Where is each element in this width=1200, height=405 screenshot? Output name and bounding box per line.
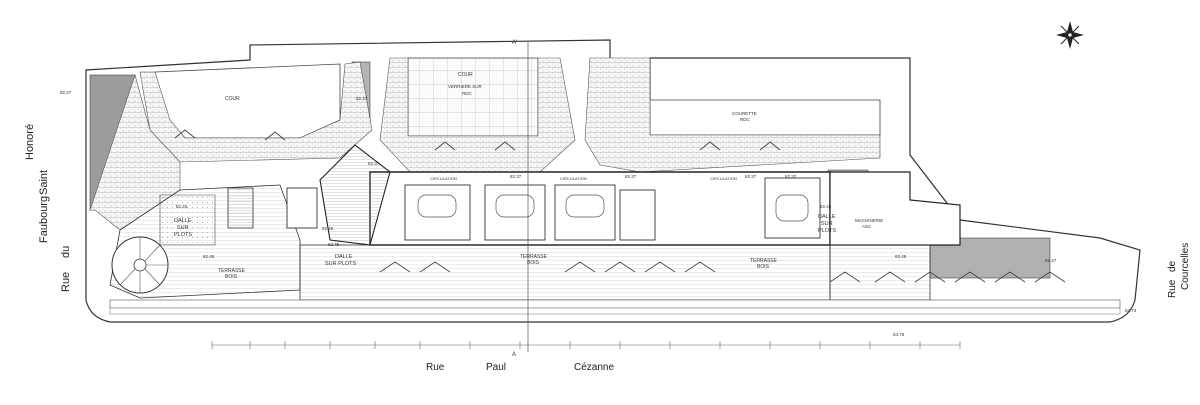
facade-band-1 — [109, 299, 1121, 309]
compass-rose-icon — [1056, 21, 1084, 49]
street-left-rue: Rue — [60, 271, 72, 292]
local-technique-left — [286, 187, 318, 229]
label-cour-verriere: COUR — [458, 72, 473, 78]
label-courette-sub: RDC — [740, 117, 750, 122]
label-circulation-2: CIRCULATION — [560, 176, 587, 181]
section-mark-top: A' — [512, 40, 517, 46]
cour-left-area — [154, 63, 341, 139]
street-right-rue: Rue — [1167, 279, 1178, 298]
label-dalle-mid: DALLE — [335, 254, 353, 260]
label-dalle-left: DALLE — [174, 218, 192, 224]
label-dalle-right: DALLE — [818, 214, 836, 220]
street-bottom-paul: Paul — [486, 362, 507, 373]
building-east — [829, 171, 961, 246]
level-marker: 82.45 — [328, 242, 340, 247]
level-marker: 82.47 — [356, 96, 368, 101]
room-tables-1 — [417, 194, 457, 218]
label-dalle-right-sub: SUR — [821, 221, 833, 227]
meeting-room-3 — [554, 184, 616, 241]
level-marker: 82.45 — [322, 226, 334, 231]
level-marker: 84.75 — [893, 332, 905, 337]
label-dalle-left-sub2: PLOTS — [174, 232, 192, 238]
room-tables-4 — [775, 194, 809, 222]
street-bottom-cezanne: Cézanne — [574, 362, 615, 373]
label-verriere-sub: RDC — [462, 91, 472, 96]
spiral-stair — [111, 236, 169, 294]
level-marker: 82.37 — [745, 174, 757, 179]
street-left-honore: Honoré — [24, 123, 36, 160]
dormer-row — [379, 261, 1066, 283]
label-machinerie-sub: ASC — [862, 224, 872, 229]
level-marker: 82.37 — [510, 174, 522, 179]
dormer-row-top — [174, 129, 781, 151]
label-circulation-3: CIRCULATION — [710, 176, 737, 181]
level-marker: 82.37 — [625, 174, 637, 179]
label-terrasse-right-sub: BOIS — [757, 264, 770, 270]
label-terrasse-left-sub: BOIS — [225, 274, 238, 280]
mansard-roof-center — [379, 57, 576, 173]
dalle-left — [159, 194, 216, 246]
street-left-faubourg: Faubourg — [38, 195, 50, 243]
level-marker: 82.47 — [1045, 258, 1057, 263]
level-marker: 82.45 — [176, 204, 188, 209]
level-marker: 84.73 — [1125, 308, 1137, 313]
label-circulation-1: CIRCULATION — [430, 176, 457, 181]
street-right-courcelles-2: Courcelles — [1180, 242, 1191, 290]
level-marker: 82.45 — [820, 204, 832, 209]
terrasse-mid — [299, 244, 831, 301]
label-terrasse-mid-sub: BOIS — [527, 260, 540, 266]
label-machinerie: MACHINERIE — [855, 218, 883, 223]
escalier-room — [619, 189, 656, 241]
level-marker: 82.37 — [785, 174, 797, 179]
meeting-room-1 — [404, 184, 471, 241]
label-dalle-mid-sub: SUR PLOTS — [325, 261, 357, 267]
street-right-de: de — [1167, 260, 1178, 272]
stair-left — [227, 187, 254, 229]
room-tables-2 — [495, 194, 535, 218]
label-dalle-left-sub: SUR — [177, 225, 189, 231]
room-tables-3 — [565, 194, 605, 218]
dimension-ticks — [211, 341, 961, 349]
section-mark-bottom: A — [512, 352, 516, 358]
label-cour: COUR — [225, 96, 240, 102]
label-terrasse-mid: TERRASSE — [520, 254, 548, 260]
label-terrasse-right: TERRASSE — [750, 258, 778, 264]
label-terrasse-left: TERRASSE — [218, 268, 246, 274]
level-marker: 82.37 — [368, 161, 380, 166]
mansard-roof-right — [584, 57, 881, 173]
meeting-room-4 — [764, 177, 821, 239]
label-verriere: VERRIERE SUR — [448, 84, 483, 89]
street-left-saint: Saint — [38, 169, 50, 195]
stair-tower — [319, 144, 391, 246]
street-bottom-rue: Rue — [426, 362, 445, 373]
label-courette: COURETTE — [732, 111, 757, 116]
street-left-du: du — [60, 245, 72, 258]
label-dalle-right-sub2: PLOTS — [818, 228, 836, 234]
level-marker: 82.45 — [895, 254, 907, 259]
meeting-room-2 — [484, 184, 546, 241]
courette-area — [649, 99, 881, 136]
level-marker: 82.45 — [203, 254, 215, 259]
level-marker: 82.37 — [60, 90, 72, 95]
verriere-area — [407, 57, 539, 137]
facade-band-2 — [109, 307, 1121, 315]
